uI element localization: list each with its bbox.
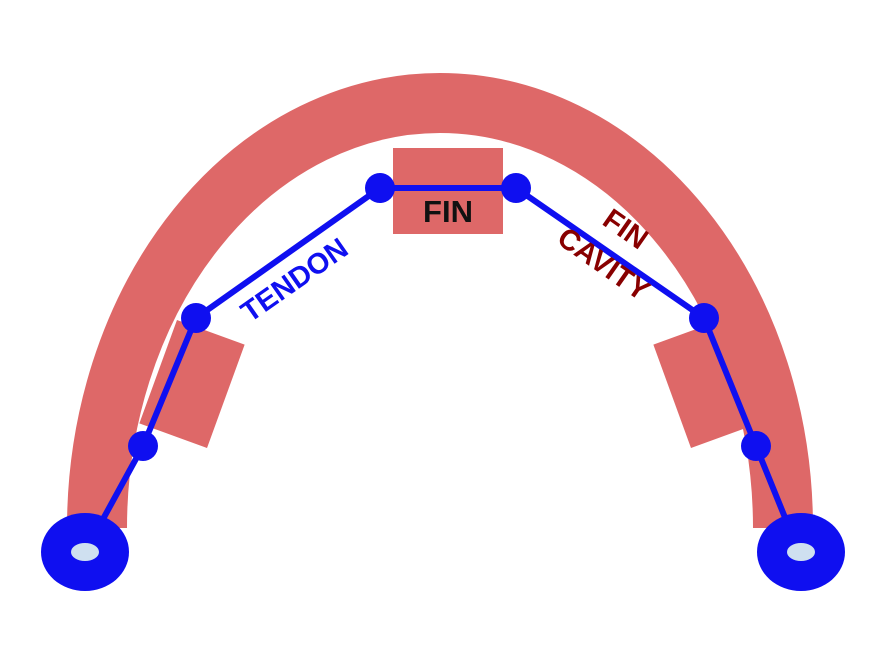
tendon-joint-left-upper (181, 303, 211, 333)
tendon-line (82, 185, 789, 554)
tendon-joint-left-lower (128, 431, 158, 461)
tendon-joint-right-upper (689, 303, 719, 333)
left-eyelet-hole (71, 543, 99, 561)
tendon-joint-right-lower (741, 431, 771, 461)
fin-label: FIN (423, 194, 473, 229)
tendon-joint-top-right (501, 173, 531, 203)
left-fin-block (139, 320, 245, 448)
right-fin-block (653, 320, 759, 448)
arch-body (67, 73, 813, 529)
tendon-joint-top-left (365, 173, 395, 203)
right-eyelet-hole (787, 543, 815, 561)
